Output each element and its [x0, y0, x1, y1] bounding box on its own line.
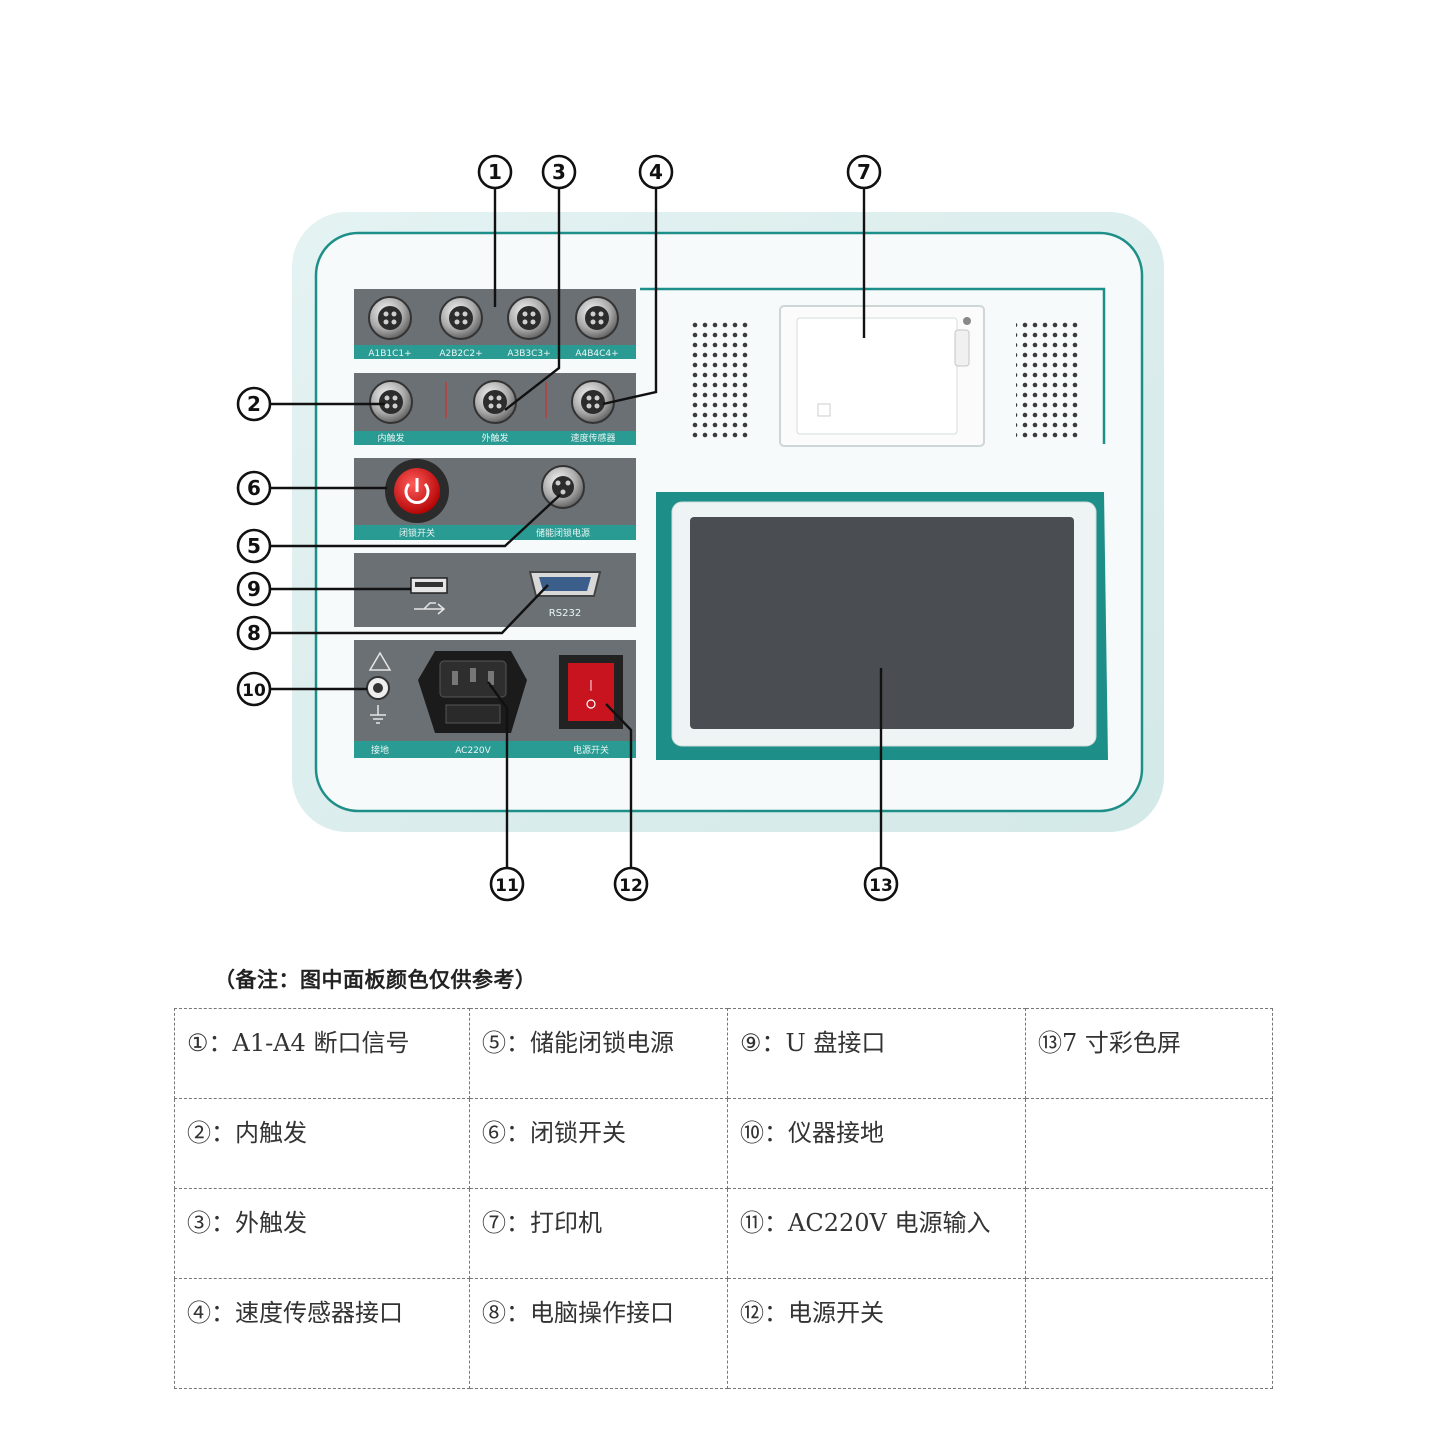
- trigger-connector[interactable]: [571, 380, 615, 424]
- breakpoint-connector[interactable]: [575, 296, 619, 340]
- power-switch-label: 电源开关: [573, 744, 609, 756]
- port-label: 内触发: [377, 432, 404, 444]
- callout-number: 3: [552, 160, 566, 184]
- callout-number: 2: [247, 392, 261, 416]
- callout-marker: 11: [489, 866, 525, 902]
- instrument-panel-diagram: A1B1C1+ A2B2C2+ A3B3C3+ A4B4C4+ 内触发 外触发 速度传感器…: [236, 154, 1164, 902]
- callout-marker: 4: [638, 154, 674, 190]
- legend-cell: ①：A1-A4 断口信号: [174, 1008, 470, 1099]
- breakpoint-connector[interactable]: [439, 296, 483, 340]
- ground-icon: [370, 705, 386, 724]
- port-label: A1B1C1+: [368, 349, 411, 359]
- legend-table: ①：A1-A4 断口信号 ⑤：储能闭锁电源 ⑨：U 盘接口 ⑬7 寸彩色屏 ②：…: [174, 1008, 1273, 1389]
- legend-cell: ⑬7 寸彩色屏: [1025, 1008, 1273, 1099]
- svg-text:|: |: [589, 678, 593, 691]
- legend-cell: ⑧：电脑操作接口: [469, 1278, 728, 1389]
- table-row: ②：内触发 ⑥：闭锁开关 ⑩：仪器接地: [174, 1098, 1273, 1189]
- speaker-grille-right: [1016, 318, 1078, 438]
- legend-cell: ⑪：AC220V 电源输入: [727, 1188, 1026, 1279]
- callout-number: 1: [488, 160, 502, 184]
- leader-line: [602, 188, 658, 406]
- callout-number: 13: [869, 876, 893, 896]
- lcd-display: [690, 517, 1074, 729]
- port-label: A2B2C2+: [439, 349, 482, 359]
- usb-icon: [414, 602, 446, 615]
- legend-cell: [1025, 1098, 1273, 1189]
- callout-number: 9: [247, 577, 261, 601]
- callout-number: 6: [247, 476, 261, 500]
- leader-line: [504, 188, 561, 411]
- warning-icon: [368, 651, 392, 671]
- speaker-grille-left: [688, 318, 750, 438]
- printer[interactable]: [779, 305, 985, 447]
- callout-number: 4: [649, 160, 663, 184]
- teal-trim: [640, 287, 1106, 444]
- callout-number: 12: [619, 876, 643, 896]
- callout-number: 11: [495, 876, 519, 896]
- legend-cell: ⑥：闭锁开关: [469, 1098, 728, 1189]
- legend-cell: [1025, 1278, 1273, 1389]
- legend-cell: [1025, 1188, 1273, 1279]
- table-row: ④：速度传感器接口 ⑧：电脑操作接口 ⑫：电源开关: [174, 1278, 1273, 1389]
- callout-marker: 12: [613, 866, 649, 902]
- legend-cell: ⑩：仪器接地: [727, 1098, 1026, 1189]
- callout-number: 8: [247, 621, 261, 645]
- callout-marker: 10: [236, 671, 272, 707]
- legend-cell: ④：速度传感器接口: [174, 1278, 470, 1389]
- callout-number: 7: [857, 160, 871, 184]
- callout-marker: 1: [477, 154, 513, 190]
- table-row: ①：A1-A4 断口信号 ⑤：储能闭锁电源 ⑨：U 盘接口 ⑬7 寸彩色屏: [174, 1008, 1273, 1099]
- trigger-connector[interactable]: [473, 380, 517, 424]
- callout-marker: 13: [863, 866, 899, 902]
- port-label: A4B4C4+: [575, 349, 618, 359]
- lock-switch-label: 闭锁开关: [399, 527, 435, 539]
- port-label: A3B3C3+: [507, 349, 550, 359]
- callout-marker: 7: [846, 154, 882, 190]
- leader-line: [487, 681, 509, 869]
- callout-number: 5: [247, 534, 261, 558]
- color-screen: [656, 492, 1108, 760]
- leader-line: [271, 494, 561, 548]
- legend-cell: ③：外触发: [174, 1188, 470, 1279]
- callout-number: 10: [242, 681, 266, 701]
- port-label: 外触发: [481, 432, 508, 444]
- breakpoint-connector[interactable]: [507, 296, 551, 340]
- leader-line: [271, 584, 549, 635]
- port-label: 速度传感器: [570, 432, 615, 444]
- trigger-connector[interactable]: [369, 380, 413, 424]
- breakpoint-connector[interactable]: [368, 296, 412, 340]
- ac-label: AC220V: [455, 746, 491, 756]
- callout-marker: 5: [236, 528, 272, 564]
- legend-cell: ⑦：打印机: [469, 1188, 728, 1279]
- legend-cell: ⑨：U 盘接口: [727, 1008, 1026, 1099]
- module-power: | 接地 AC220V 电源开关: [354, 640, 636, 758]
- power-symbol-icon: [404, 482, 430, 504]
- callout-marker: 6: [236, 470, 272, 506]
- callout-marker: 2: [236, 386, 272, 422]
- legend-cell: ⑫：电源开关: [727, 1278, 1026, 1389]
- lock-power-label: 储能闭锁电源: [536, 527, 590, 539]
- legend-cell: ⑤：储能闭锁电源: [469, 1008, 728, 1099]
- legend-cell: ②：内触发: [174, 1098, 470, 1189]
- table-row: ③：外触发 ⑦：打印机 ⑪：AC220V 电源输入: [174, 1188, 1273, 1279]
- module-lock: 闭锁开关 储能闭锁电源: [354, 458, 636, 540]
- leader-line: [605, 703, 633, 869]
- rs232-label: RS232: [549, 608, 581, 619]
- callout-marker: 3: [541, 154, 577, 190]
- note: （备注：图中面板颜色仅供参考）: [214, 968, 537, 992]
- callout-marker: 9: [236, 571, 272, 607]
- callout-marker: 8: [236, 615, 272, 651]
- ground-label: 接地: [371, 744, 389, 756]
